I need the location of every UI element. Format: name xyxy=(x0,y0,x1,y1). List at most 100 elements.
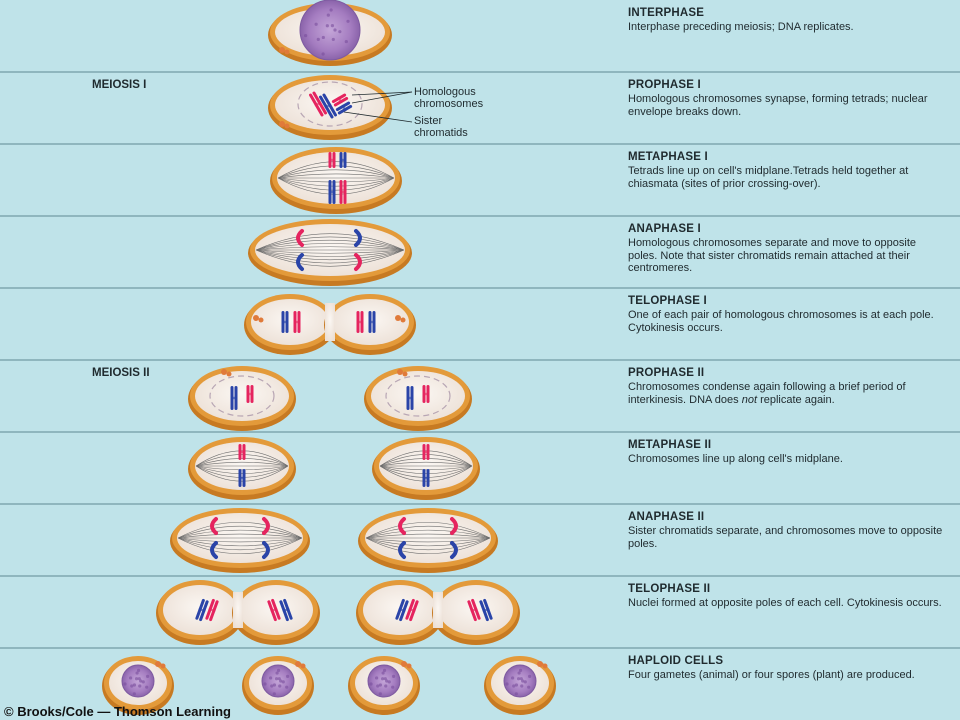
chromatin xyxy=(272,683,277,687)
chromatin xyxy=(514,683,519,687)
chromatin xyxy=(387,680,391,684)
spindle-fiber xyxy=(177,537,303,543)
stage-description: Interphase preceding meiosis; DNA replic… xyxy=(628,21,854,33)
stage-interphase: INTERPHASE Interphase preceding meiosis;… xyxy=(628,7,948,34)
row-divider xyxy=(0,359,960,361)
chromatin xyxy=(392,674,396,678)
centromere xyxy=(422,450,430,454)
centromere xyxy=(314,101,322,107)
spindle-fiber xyxy=(177,525,303,539)
cell-prophase-2 xyxy=(188,366,296,431)
spindle-fiber xyxy=(365,525,491,539)
chromatin xyxy=(519,677,523,681)
cell-haploid xyxy=(348,656,420,715)
chromosome xyxy=(230,386,238,410)
row-divider xyxy=(0,143,960,145)
spindle-fiber xyxy=(195,465,289,482)
stage-description: One of each pair of homologous chromosom… xyxy=(628,309,934,334)
cleavage-bridge xyxy=(433,592,443,628)
centromere xyxy=(339,190,347,194)
chromosome xyxy=(356,311,364,333)
spindle-fiber xyxy=(379,454,473,467)
chromatin xyxy=(132,692,136,696)
stage-title: PROPHASE II xyxy=(628,367,705,379)
row-divider xyxy=(0,503,960,505)
chromosome xyxy=(238,444,246,460)
cell-cytoplasm xyxy=(195,371,289,421)
chromosome xyxy=(395,598,409,622)
spindle-fiber xyxy=(277,177,395,191)
cell-haploid xyxy=(484,656,556,715)
centriole xyxy=(279,121,285,127)
chromatin xyxy=(138,684,142,688)
chromatin xyxy=(304,33,308,38)
chromosome-moving xyxy=(262,541,270,559)
chromatin xyxy=(511,676,515,680)
chromatin xyxy=(141,680,145,684)
stage-title: PROPHASE I xyxy=(628,79,701,91)
centromere xyxy=(270,607,278,613)
centromere xyxy=(282,607,290,613)
spindle-fiber xyxy=(277,161,395,179)
nucleus xyxy=(367,664,401,698)
spindle-fiber xyxy=(255,249,405,261)
spindle-fiber xyxy=(177,529,303,539)
chromatin xyxy=(369,682,373,686)
spindle-fiber xyxy=(177,521,303,539)
cell-haploid xyxy=(242,656,314,715)
spindle-fiber xyxy=(195,465,289,474)
spindle-fiber xyxy=(255,249,405,257)
spindle-fiber xyxy=(379,465,473,471)
row-divider xyxy=(0,215,960,217)
stage-metaphase-1: METAPHASE I Tetrads line up on cell's mi… xyxy=(628,151,948,190)
centriole xyxy=(279,47,285,53)
stage-telophase-1: TELOPHASE I One of each pair of homologo… xyxy=(628,295,948,334)
centriole xyxy=(284,49,290,55)
chromatin xyxy=(325,24,329,28)
spindle-fiber xyxy=(255,236,405,251)
chromatin xyxy=(380,677,385,681)
chromatin xyxy=(275,671,279,675)
chromosome xyxy=(335,101,353,115)
centriole xyxy=(542,663,548,669)
chromatin xyxy=(346,19,350,23)
stage-prophase-2: PROPHASE II Chromosomes condense again f… xyxy=(628,367,948,406)
chromatin xyxy=(129,676,133,680)
stage-description-part: replicate again. xyxy=(757,393,835,406)
section-label-meiosis-1: MEIOSIS I xyxy=(92,79,147,91)
spindle-fiber xyxy=(277,177,395,195)
stage-description-part: Chromosomes condense again following a b… xyxy=(628,381,906,406)
chromatin xyxy=(132,683,137,687)
row-divider xyxy=(0,71,960,73)
row-divider xyxy=(0,431,960,433)
chromosome xyxy=(309,91,327,117)
chromatin xyxy=(523,680,527,684)
chromatin xyxy=(145,685,149,689)
chromosome xyxy=(339,180,347,204)
chromosome xyxy=(195,598,209,622)
centromere xyxy=(341,104,347,112)
nuclear-envelope xyxy=(297,81,363,127)
centromere xyxy=(406,396,414,400)
chromatin xyxy=(528,674,532,678)
chromatin xyxy=(378,692,382,696)
centromere xyxy=(328,190,336,194)
stage-title: INTERPHASE xyxy=(628,7,705,19)
centromere xyxy=(470,607,478,613)
chromatin xyxy=(333,28,337,32)
centriole xyxy=(284,123,290,129)
spindle-fiber xyxy=(277,165,395,179)
chromosome xyxy=(279,598,293,622)
spindle-fiber xyxy=(379,465,473,474)
chromatin xyxy=(316,37,320,41)
chromosome xyxy=(339,152,347,168)
chromatin xyxy=(326,13,330,17)
spindle-fiber xyxy=(379,458,473,467)
centriole xyxy=(402,371,408,377)
spindle-fiber xyxy=(195,465,289,471)
spindle-fiber xyxy=(177,537,303,547)
chromatin xyxy=(520,684,524,688)
centriole xyxy=(406,663,412,669)
spindle-fiber xyxy=(365,521,491,539)
chromatin xyxy=(330,24,335,28)
